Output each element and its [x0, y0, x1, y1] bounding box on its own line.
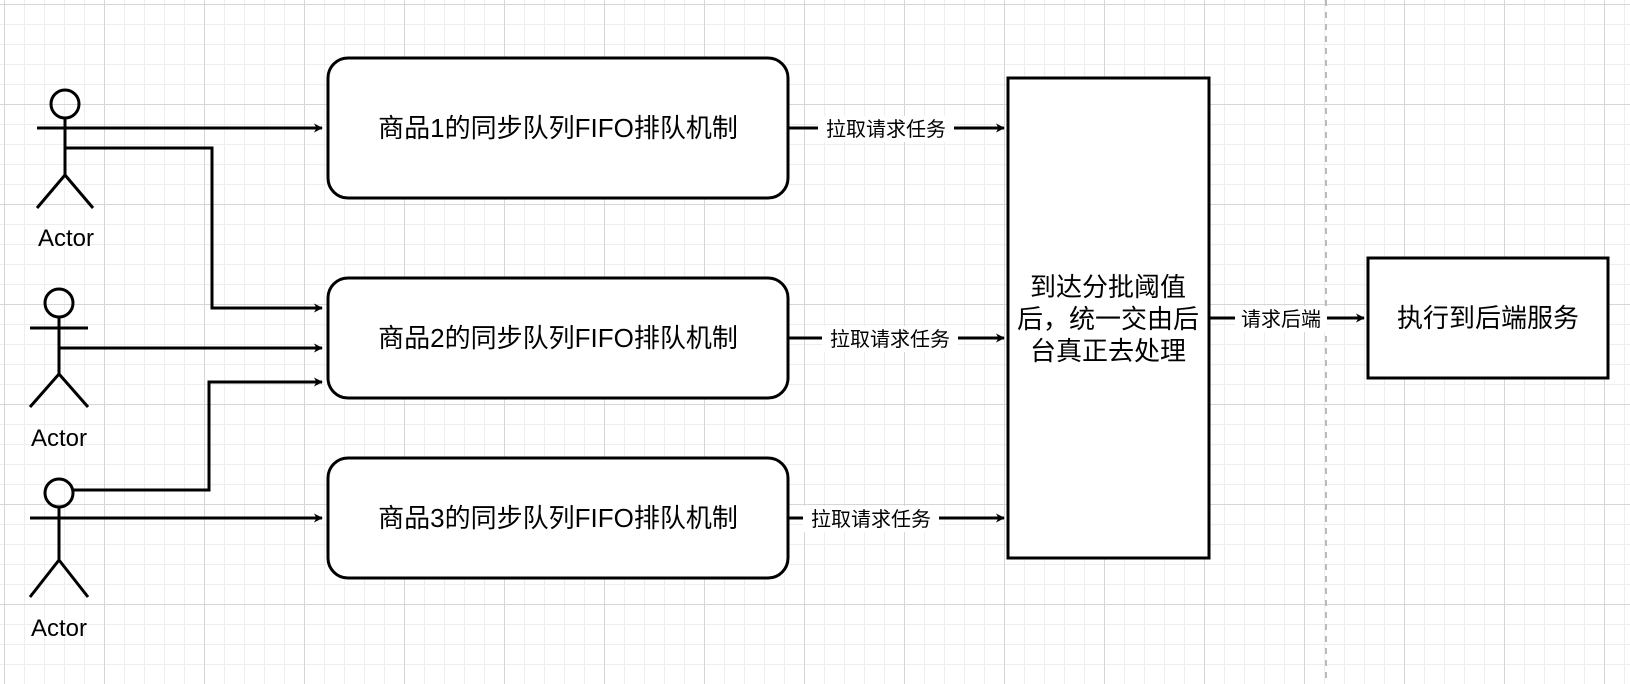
queue-2-label: 商品2的同步队列FIFO排队机制 — [378, 323, 738, 353]
actor-1[interactable]: Actor — [35, 88, 95, 252]
edge-label-1-text: 拉取请求任务 — [826, 118, 946, 141]
edge-label-3: 拉取请求任务 — [803, 506, 939, 532]
stick-figure-icon — [28, 287, 90, 408]
queue-1[interactable]: 商品1的同步队列FIFO排队机制 — [326, 56, 790, 200]
actor-3[interactable]: Actor — [28, 477, 90, 642]
batch-box-line-3: 台真正去处理 — [1030, 336, 1186, 366]
backend-box[interactable]: 执行到后端服务 — [1366, 256, 1610, 380]
backend-box-rect — [1366, 256, 1610, 380]
actor-2-label: Actor — [31, 425, 87, 452]
actor-2[interactable]: Actor — [28, 287, 90, 452]
batch-box-line-2: 后，统一交由后 — [1017, 304, 1199, 334]
actor-1-label: Actor — [38, 225, 94, 252]
edge-label-2-text: 拉取请求任务 — [830, 328, 950, 351]
edge-label-3-text: 拉取请求任务 — [811, 508, 931, 531]
queue-1-label: 商品1的同步队列FIFO排队机制 — [378, 113, 738, 143]
stick-figure-icon — [28, 477, 90, 598]
queue-2[interactable]: 商品2的同步队列FIFO排队机制 — [326, 276, 790, 400]
edge-label-backend: 请求后端 — [1235, 306, 1327, 332]
edge-actor3-queue2 — [73, 377, 323, 492]
actor-3-label: Actor — [31, 615, 87, 642]
edge-actor1-queue2 — [65, 146, 323, 313]
edge-label-2: 拉取请求任务 — [822, 326, 958, 352]
queue-3[interactable]: 商品3的同步队列FIFO排队机制 — [326, 456, 790, 580]
backend-box-label: 执行到后端服务 — [1397, 303, 1579, 333]
queue-3-label: 商品3的同步队列FIFO排队机制 — [378, 503, 738, 533]
edge-label-1: 拉取请求任务 — [818, 116, 954, 142]
batch-box[interactable]: 到达分批阈值 后，统一交由后 台真正去处理 — [1006, 76, 1211, 560]
batch-box-line-1: 到达分批阈值 — [1030, 272, 1186, 302]
batch-box-rect — [1006, 76, 1211, 560]
edge-label-backend-text: 请求后端 — [1241, 308, 1321, 331]
